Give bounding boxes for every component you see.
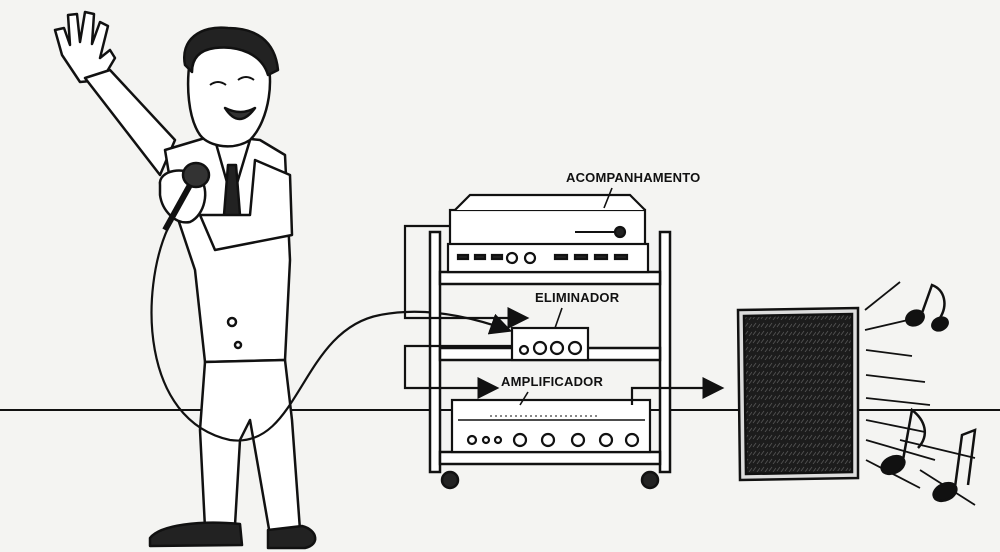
sound-lines	[864, 281, 976, 506]
turntable-device	[446, 193, 650, 274]
label-amplifier: AMPLIFICADOR	[501, 374, 604, 389]
loudspeaker	[736, 306, 860, 482]
signal-wires	[403, 224, 725, 405]
label-accompaniment: ACOMPANHAMENTO	[566, 170, 701, 185]
eliminator-device	[510, 326, 590, 362]
singer-shoe-left	[148, 521, 244, 548]
rack-shelf-top	[438, 270, 662, 286]
singer-shoe-right	[266, 524, 317, 550]
microphone-icon	[181, 161, 211, 189]
singer-trousers	[198, 358, 302, 537]
singer-mic-arm	[198, 158, 294, 252]
rack-shelf-bottom	[438, 450, 662, 466]
singer-raised-arm	[83, 68, 177, 177]
label-leaders	[519, 187, 613, 406]
amplifier-device	[450, 398, 652, 454]
label-eliminator: ELIMINADOR	[535, 290, 620, 305]
singer-figure	[53, 10, 317, 550]
singer-hair	[182, 26, 280, 77]
music-notes-icon	[880, 283, 977, 503]
singer-raised-hand	[53, 10, 117, 84]
